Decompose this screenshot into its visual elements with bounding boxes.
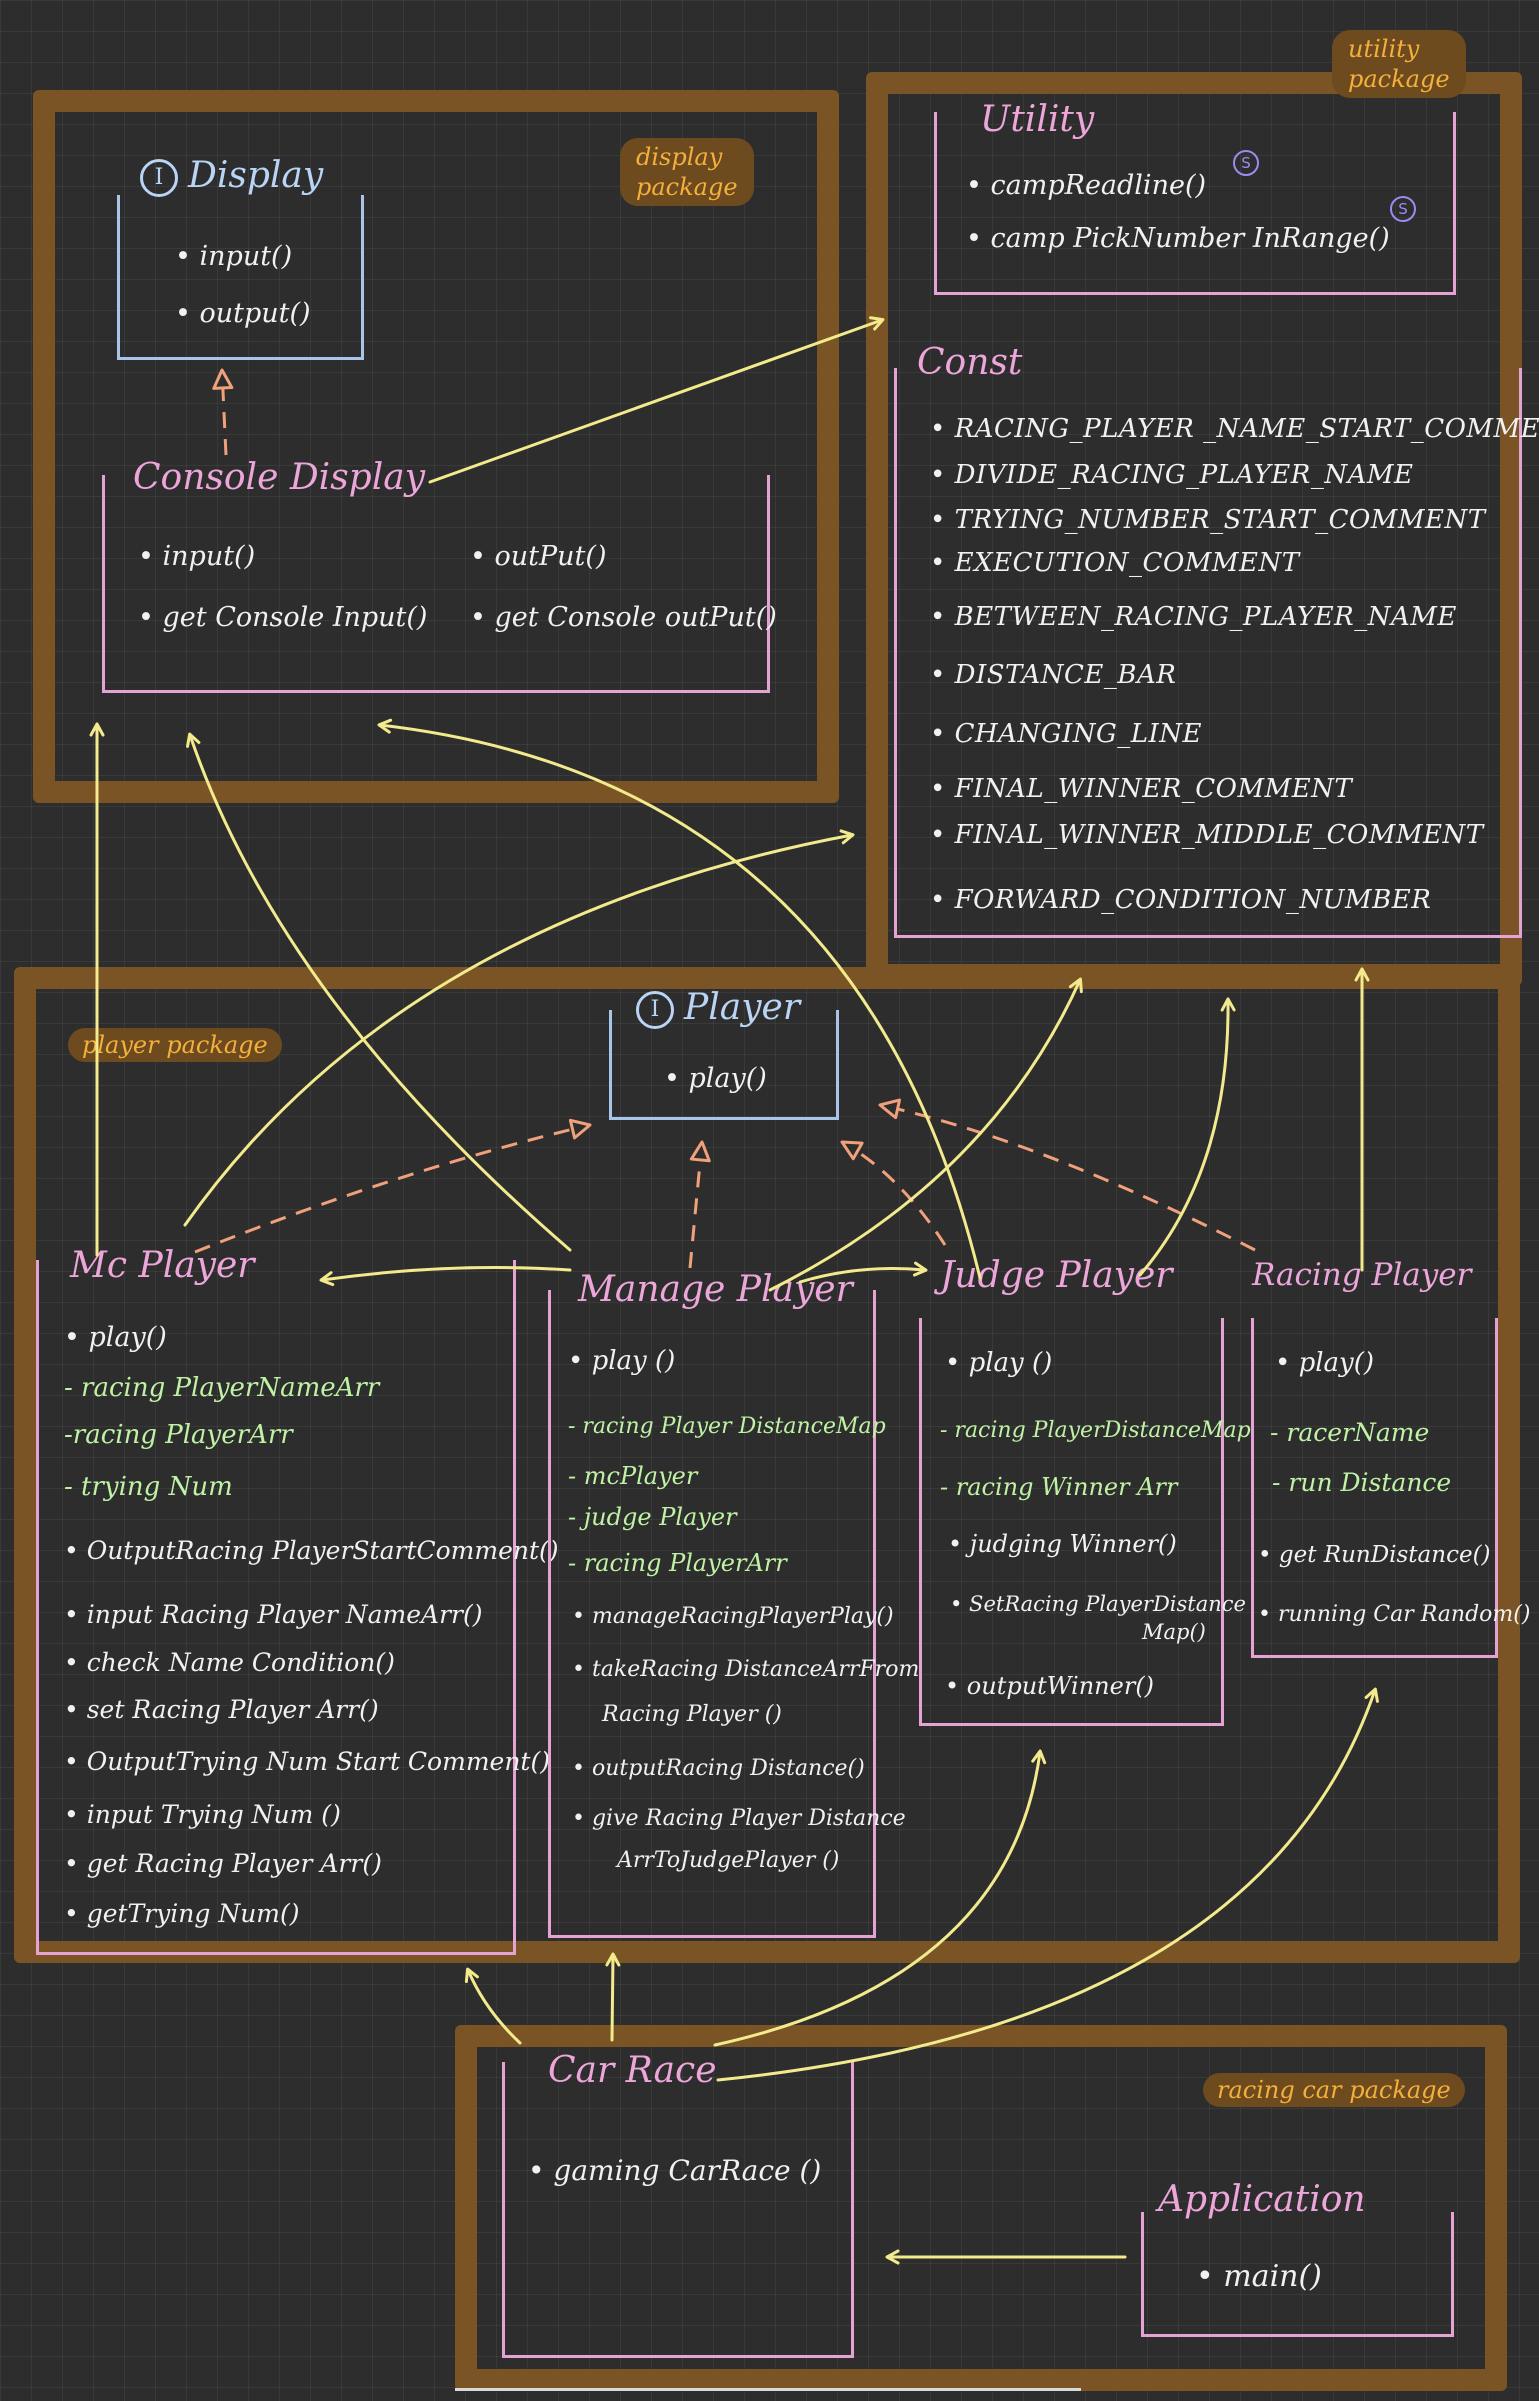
player-package-label: player package xyxy=(68,1028,282,1062)
mc-player-method: • OutputRacing PlayerStartComment() xyxy=(64,1536,559,1565)
utility-class-box xyxy=(934,112,1456,295)
utility-package-label: utility package xyxy=(1332,30,1466,98)
racingcar-package-label: racing car package xyxy=(1203,2073,1465,2107)
mc-player-field: - racing PlayerNameArr xyxy=(64,1373,380,1403)
display-method-output: • output() xyxy=(175,298,311,329)
mc-player-method: • input Racing Player NameArr() xyxy=(64,1600,483,1629)
mc-player-method: • check Name Condition() xyxy=(64,1648,395,1677)
judge-player-box xyxy=(919,1318,1224,1726)
judge-player-method: • outputWinner() xyxy=(945,1672,1155,1700)
const-item: • CHANGING_LINE xyxy=(930,719,1203,749)
mc-player-field: - trying Num xyxy=(64,1472,233,1502)
const-class-title: Const xyxy=(917,342,1023,383)
interface-badge-icon: I xyxy=(140,159,178,197)
utility-package-label-line1: utility xyxy=(1348,35,1420,63)
utility-class-title: Utility xyxy=(980,99,1095,140)
const-item: • FINAL_WINNER_MIDDLE_COMMENT xyxy=(930,820,1484,850)
player-method-play: • play() xyxy=(664,1063,767,1094)
display-interface-box xyxy=(117,195,364,360)
const-item: • FORWARD_CONDITION_NUMBER xyxy=(930,885,1432,915)
display-package-label-line2: package xyxy=(636,173,738,201)
const-item: • DIVIDE_RACING_PLAYER_NAME xyxy=(930,460,1414,490)
mc-player-method-play: • play() xyxy=(64,1322,167,1353)
manage-player-method: ArrToJudgePlayer () xyxy=(617,1848,840,1873)
racing-player-field: - run Distance xyxy=(1272,1468,1452,1497)
const-item: • FINAL_WINNER_COMMENT xyxy=(930,774,1353,804)
car-race-title: Car Race xyxy=(548,2050,717,2091)
display-interface-title: I Display xyxy=(140,158,323,197)
console-display-method-get-input: • get Console Input() xyxy=(138,602,428,633)
mc-player-field: -racing PlayerArr xyxy=(64,1420,293,1450)
const-item: • EXECUTION_COMMENT xyxy=(930,548,1300,578)
static-badge-icon: S xyxy=(1390,196,1416,222)
manage-player-method: • outputRacing Distance() xyxy=(572,1756,865,1781)
judge-player-method: • SetRacing PlayerDistance xyxy=(950,1592,1246,1616)
console-display-method-input: • input() xyxy=(138,541,256,572)
display-package-label-line1: display xyxy=(636,143,723,171)
application-title: Application xyxy=(1158,2179,1366,2220)
mc-player-method: • input Trying Num () xyxy=(64,1800,341,1829)
racing-player-method: • get RunDistance() xyxy=(1258,1542,1491,1568)
console-display-box xyxy=(102,475,770,693)
manage-player-box xyxy=(548,1290,876,1938)
manage-player-method: • manageRacingPlayerPlay() xyxy=(572,1604,894,1629)
utility-method-pick-number: • camp PickNumber InRange() xyxy=(966,223,1390,254)
judge-player-title: Judge Player xyxy=(940,1255,1173,1296)
application-box xyxy=(1141,2212,1454,2337)
mc-player-method: • getTrying Num() xyxy=(64,1899,300,1928)
car-race-method: • gaming CarRace () xyxy=(528,2154,822,2187)
manage-player-method: Racing Player () xyxy=(602,1702,782,1727)
mc-player-method: • set Racing Player Arr() xyxy=(64,1695,379,1724)
racing-player-method: • running Car Random() xyxy=(1258,1602,1531,1627)
const-item: • RACING_PLAYER _NAME_START_COMMENT xyxy=(930,414,1539,444)
display-interface-name: Display xyxy=(188,155,324,196)
racing-player-box xyxy=(1251,1318,1498,1658)
manage-player-method: • give Racing Player Distance xyxy=(572,1806,906,1831)
manage-player-method-play: • play () xyxy=(568,1346,676,1376)
car-race-box xyxy=(502,2062,854,2358)
judge-player-field: - racing PlayerDistanceMap xyxy=(940,1418,1251,1443)
mc-player-title: Mc Player xyxy=(70,1245,255,1286)
static-badge-icon: S xyxy=(1233,150,1259,176)
application-method: • main() xyxy=(1196,2259,1322,2294)
judge-player-field: - racing Winner Arr xyxy=(940,1473,1178,1501)
manage-player-field: - racing PlayerArr xyxy=(568,1549,787,1577)
racing-player-method-play: • play() xyxy=(1275,1348,1375,1378)
judge-player-method: Map() xyxy=(1142,1620,1206,1644)
console-display-method-get-output: • get Console outPut() xyxy=(470,602,777,633)
mc-player-method: • get Racing Player Arr() xyxy=(64,1849,382,1878)
manage-player-field: - mcPlayer xyxy=(568,1462,698,1490)
judge-player-method: • judging Winner() xyxy=(948,1530,1177,1558)
console-display-method-output: • outPut() xyxy=(470,541,607,572)
judge-player-method-play: • play () xyxy=(945,1348,1053,1378)
utility-package-label-line2: package xyxy=(1348,65,1450,93)
const-class-box xyxy=(894,368,1522,938)
mc-player-box xyxy=(36,1260,516,1955)
manage-player-field: - judge Player xyxy=(568,1503,737,1531)
manage-player-method: • takeRacing DistanceArrFrom xyxy=(572,1657,920,1682)
const-item: • TRYING_NUMBER_START_COMMENT xyxy=(930,505,1486,535)
racing-player-field: - racerName xyxy=(1270,1418,1430,1447)
const-item: • BETWEEN_RACING_PLAYER_NAME xyxy=(930,602,1457,632)
bottom-divider xyxy=(455,2388,1081,2391)
display-package-label: display package xyxy=(620,138,754,206)
const-item: • DISTANCE_BAR xyxy=(930,660,1177,690)
utility-method-read-line: • campReadline() xyxy=(966,170,1207,201)
console-display-title: Console Display xyxy=(133,457,426,498)
display-method-input: • input() xyxy=(175,241,293,272)
manage-player-field: - racing Player DistanceMap xyxy=(568,1414,886,1439)
racing-player-title: Racing Player xyxy=(1252,1257,1472,1293)
mc-player-method: • OutputTrying Num Start Comment() xyxy=(64,1747,550,1776)
